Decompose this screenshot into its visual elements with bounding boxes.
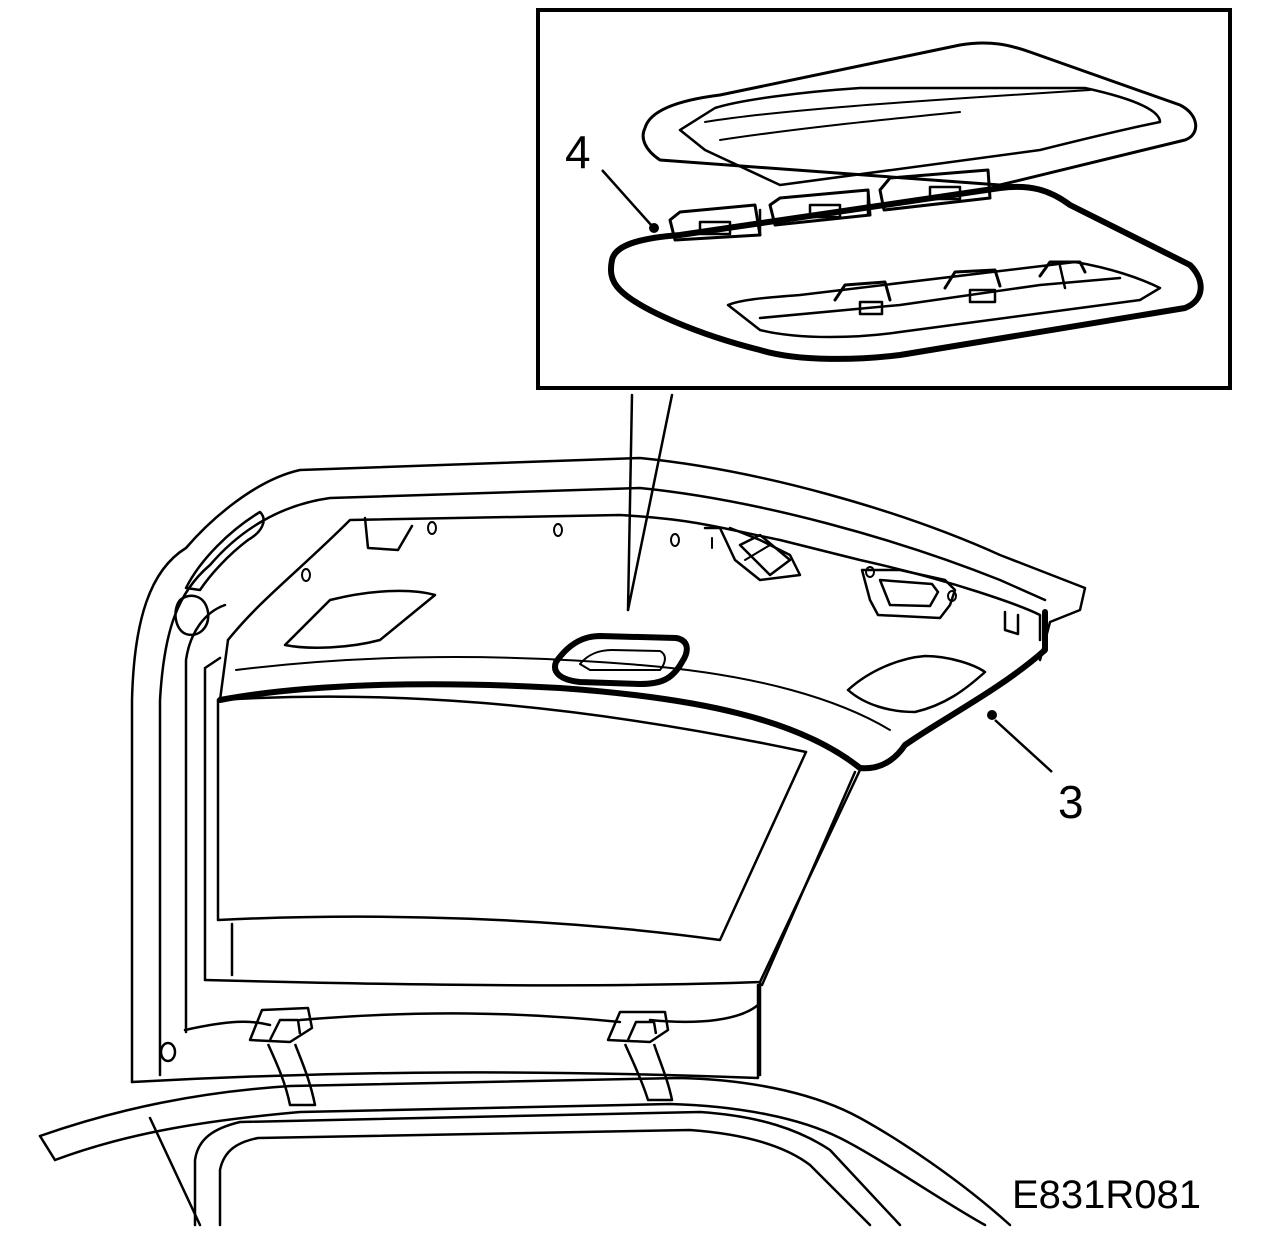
callout-3-leader bbox=[987, 710, 1053, 773]
hinge-right bbox=[606, 1010, 674, 1102]
hinge-left bbox=[248, 1006, 317, 1107]
light-lens bbox=[641, 41, 1198, 242]
figure-code: E831R081 bbox=[1012, 1173, 1201, 1217]
tailgate-frame bbox=[130, 456, 1087, 1084]
callout-4-label: 4 bbox=[565, 126, 591, 178]
callout-3-label: 3 bbox=[1058, 776, 1084, 828]
zoom-pointer bbox=[626, 393, 674, 612]
light-housing bbox=[608, 183, 1204, 362]
inset-frame bbox=[536, 8, 1232, 390]
callout-4-leader bbox=[601, 169, 659, 233]
trim-panel bbox=[217, 513, 1048, 772]
detail-inset: 4 bbox=[536, 8, 1232, 390]
car-rear-body bbox=[38, 1076, 1012, 1227]
